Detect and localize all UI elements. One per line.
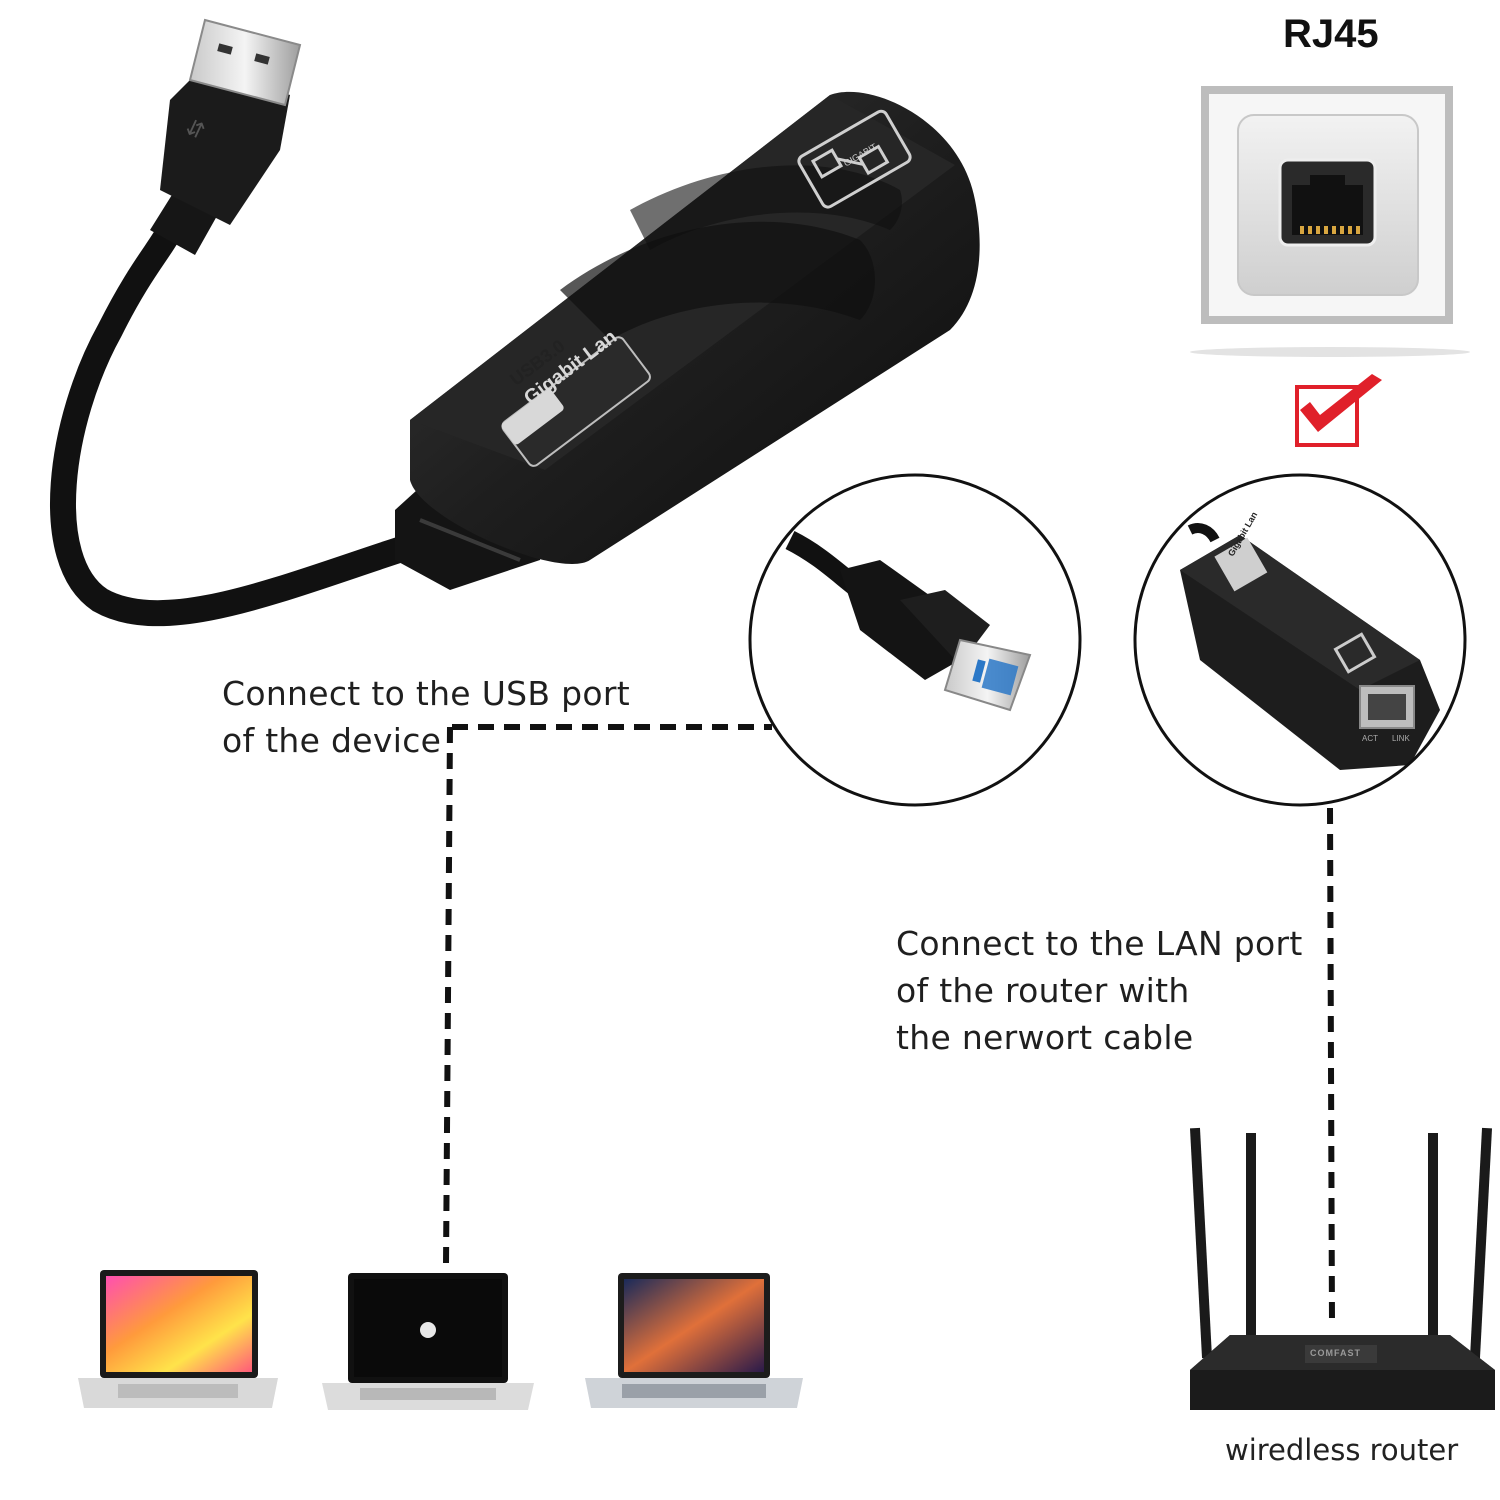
router-brand: COMFAST	[1310, 1348, 1361, 1358]
lan-port-zoom-circle	[1133, 473, 1467, 807]
laptop-gradient	[585, 1273, 803, 1408]
dashed-connector-lan	[1327, 807, 1335, 1326]
usb-caption: Connect to the USB port of the device	[222, 674, 630, 760]
usb-a-plug: ⇆	[150, 18, 302, 255]
rj45-title: RJ45	[1283, 12, 1379, 56]
adapter-body	[395, 91, 980, 590]
lan-caption: Connect to the LAN port of the router wi…	[896, 924, 1303, 1057]
dashed-connector-usb	[443, 724, 772, 1266]
laptop-apple	[322, 1273, 534, 1410]
zoom-lan-led-link: LINK	[1392, 734, 1410, 743]
usb-plug-zoom-circle	[748, 473, 1082, 807]
adapter-cable	[50, 217, 443, 627]
router	[1189, 1127, 1495, 1410]
rj45-port-illustration	[1190, 86, 1470, 357]
check-icon	[1295, 374, 1382, 447]
zoom-lan-led-act: ACT	[1362, 734, 1378, 743]
laptop-colorful	[78, 1270, 278, 1408]
router-caption: wiredless router	[1225, 1433, 1459, 1467]
